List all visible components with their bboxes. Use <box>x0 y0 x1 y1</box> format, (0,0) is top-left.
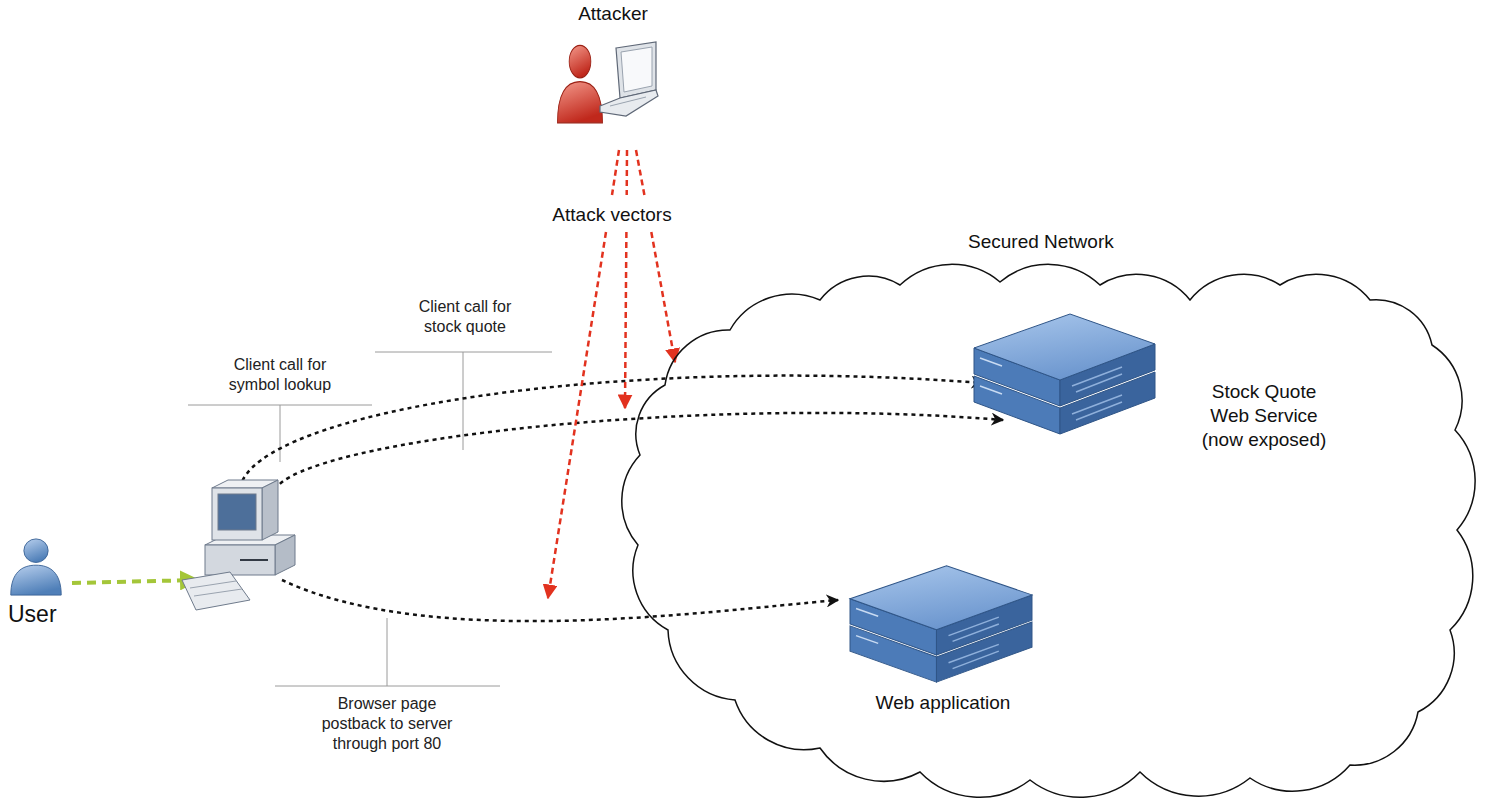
callout-label: Browser page postback to server through … <box>313 694 461 754</box>
monitor-front <box>212 488 262 540</box>
laptop-keys <box>610 97 646 106</box>
attack-line <box>625 232 626 408</box>
node-text: Attacker <box>548 2 678 26</box>
attack-vectors <box>548 150 675 598</box>
attack-line <box>612 150 619 195</box>
node-text: Stock Quote Web Service (now exposed) <box>1194 380 1334 452</box>
person-body <box>11 565 61 595</box>
person-head <box>24 539 48 563</box>
server-vent <box>953 651 999 668</box>
drive-slot <box>240 559 268 561</box>
server-vent <box>980 386 1002 394</box>
server-vent <box>1076 402 1122 420</box>
text-slot: Secured Network <box>968 230 1114 254</box>
keyboard-row <box>190 581 236 588</box>
server-vent <box>856 608 878 616</box>
server-top <box>974 314 1155 380</box>
stock-quote-server: Stock Quote Web Service (now exposed) <box>972 308 1392 456</box>
laptop-base <box>600 90 658 116</box>
attack-vectors-label: Attack vectors <box>549 203 674 227</box>
attack-line <box>625 150 628 195</box>
node-text: Secured Network <box>968 230 1114 254</box>
label-slot: Client call for stock quote <box>400 297 530 337</box>
label-slot: Browser page postback to server through … <box>313 694 461 754</box>
monitor-side <box>262 480 278 540</box>
laptop-lid <box>616 42 656 98</box>
cloud-outline <box>620 226 1486 806</box>
keyboard-row <box>194 589 242 596</box>
server-vent <box>856 636 878 644</box>
call-line <box>282 580 838 621</box>
attacker-actor: Attacker <box>548 2 682 132</box>
web-application-server: Web application <box>848 560 1048 720</box>
callout-label: Client call for stock quote <box>400 297 530 337</box>
keyboard <box>182 572 250 610</box>
server-icon <box>848 560 1034 686</box>
node-text: Web application <box>848 691 1038 715</box>
server-vent <box>953 624 999 641</box>
text-slot: Stock Quote Web Service (now exposed) <box>1194 380 1334 452</box>
leader-line <box>463 352 464 450</box>
text-slot: Attacker <box>548 2 678 26</box>
user-arrow <box>72 580 198 583</box>
server-vent <box>980 358 1002 366</box>
person-body <box>558 82 603 123</box>
callout-label: Client call for symbol lookup <box>215 355 345 395</box>
server-icon <box>972 308 1157 438</box>
label-slot: Attack vectors <box>549 203 674 227</box>
secured-network-cloud: Secured NetworkStock Quote Web Service (… <box>620 226 1486 806</box>
text-slot: User <box>8 600 82 629</box>
call-line <box>240 376 983 488</box>
leader-line <box>280 405 281 462</box>
computer-icon <box>182 480 295 610</box>
person-icon <box>8 538 64 596</box>
case-front <box>205 545 275 575</box>
laptop-screen <box>621 47 652 92</box>
node-text: User <box>8 600 82 629</box>
case-side <box>275 535 295 575</box>
cloud-path <box>622 264 1475 797</box>
monitor-screen <box>218 494 256 530</box>
person-icon <box>555 44 605 124</box>
person-head <box>569 45 591 78</box>
attack-line <box>636 150 644 195</box>
leader-line <box>387 618 388 686</box>
server-top <box>850 566 1032 630</box>
attack-line <box>548 232 606 598</box>
text-slot: Web application <box>848 691 1038 715</box>
attack-line <box>651 232 675 362</box>
leader-lines <box>188 352 552 686</box>
label-slot: Client call for symbol lookup <box>215 355 345 395</box>
server-vent <box>1076 374 1122 392</box>
laptop-icon <box>598 40 660 122</box>
user-actor: User <box>2 538 86 633</box>
